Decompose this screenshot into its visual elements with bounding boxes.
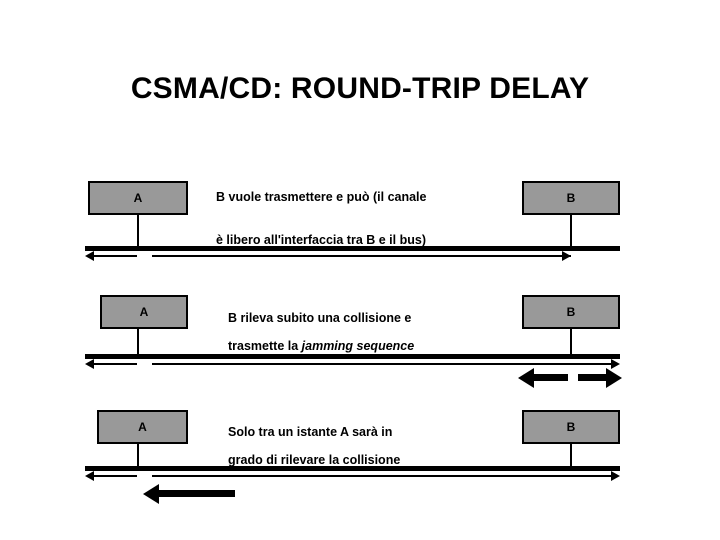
arrow-shaft-left-row-3: [93, 475, 137, 477]
node-b-lead-row-3: [570, 444, 572, 468]
caption-row-1-line-2: è libero all'interfaccia tra B e il bus): [216, 233, 426, 247]
node-a-label-row-1: A: [133, 191, 143, 205]
caption-row-2-line-2-italic: jamming sequence: [301, 339, 415, 353]
node-a-label-row-3: A: [138, 420, 147, 434]
arrow-shaft-left-row-1: [93, 255, 137, 257]
arrow-shaft-right-row-2: [152, 363, 612, 365]
signal-arrow-head-left-icon-row-2: [518, 368, 534, 388]
caption-row-2-line-1: B rileva subito una collisione e: [228, 311, 412, 325]
signal-arrow-shaft-left-row-3: [158, 490, 235, 497]
arrow-shaft-right-row-1: [152, 255, 571, 257]
node-a-lead-row-3: [137, 444, 139, 468]
signal-arrow-shaft-left-row-2: [533, 374, 568, 381]
node-b-label-row-1: B: [566, 191, 576, 205]
signal-arrow-head-left-icon-row-3: [143, 484, 159, 504]
node-b-row-2: B: [522, 295, 620, 329]
signal-arrow-shaft-right-row-2: [578, 374, 608, 381]
page-title: CSMA/CD: ROUND-TRIP DELAY: [130, 72, 590, 105]
arrow-head-right-icon-row-2: [611, 359, 620, 369]
arrow-shaft-right-row-3: [152, 475, 612, 477]
node-a-lead-row-2: [137, 329, 139, 357]
node-b-row-1: B: [522, 181, 620, 215]
arrow-head-right-icon-row-3: [611, 471, 620, 481]
caption-row-2: B rileva subito una collisione e trasmet…: [228, 305, 414, 359]
node-b-lead-row-1: [570, 215, 572, 246]
caption-row-2-line-2-wrap: trasmette la jamming sequence: [228, 333, 414, 359]
bus-line-row-1: [85, 246, 620, 251]
caption-row-3-line-2: grado di rilevare la collisione: [228, 453, 401, 467]
arrow-shaft-left-row-2: [93, 363, 137, 365]
caption-row-2-line-2: trasmette la: [228, 339, 302, 353]
node-b-lead-row-2: [570, 329, 572, 357]
arrow-head-left-icon-row-3: [85, 471, 94, 481]
bus-line-row-2: [85, 354, 620, 359]
arrow-head-left-icon-row-1: [85, 251, 94, 261]
node-a-label-row-2: A: [139, 305, 149, 319]
caption-row-3-line-1: Solo tra un istante A sarà in: [228, 425, 393, 439]
node-a-row-3: A: [97, 410, 188, 444]
node-b-row-3: B: [522, 410, 620, 444]
caption-row-3: Solo tra un istante A sarà in grado di r…: [228, 419, 400, 473]
node-b-label-row-2: B: [566, 305, 576, 319]
signal-arrow-head-right-icon-row-2: [606, 368, 622, 388]
node-b-label-row-3: B: [566, 420, 576, 434]
caption-row-1: B vuole trasmettere e può (il canale è l…: [216, 184, 427, 253]
caption-row-1-line-1: B vuole trasmettere e può (il canale: [216, 190, 427, 204]
bus-line-row-3: [85, 466, 620, 471]
node-a-row-2: A: [100, 295, 188, 329]
node-a-row-1: A: [88, 181, 188, 215]
node-a-lead-row-1: [137, 215, 139, 246]
arrow-head-left-icon-row-2: [85, 359, 94, 369]
arrow-head-right-icon-row-1: [562, 251, 571, 261]
